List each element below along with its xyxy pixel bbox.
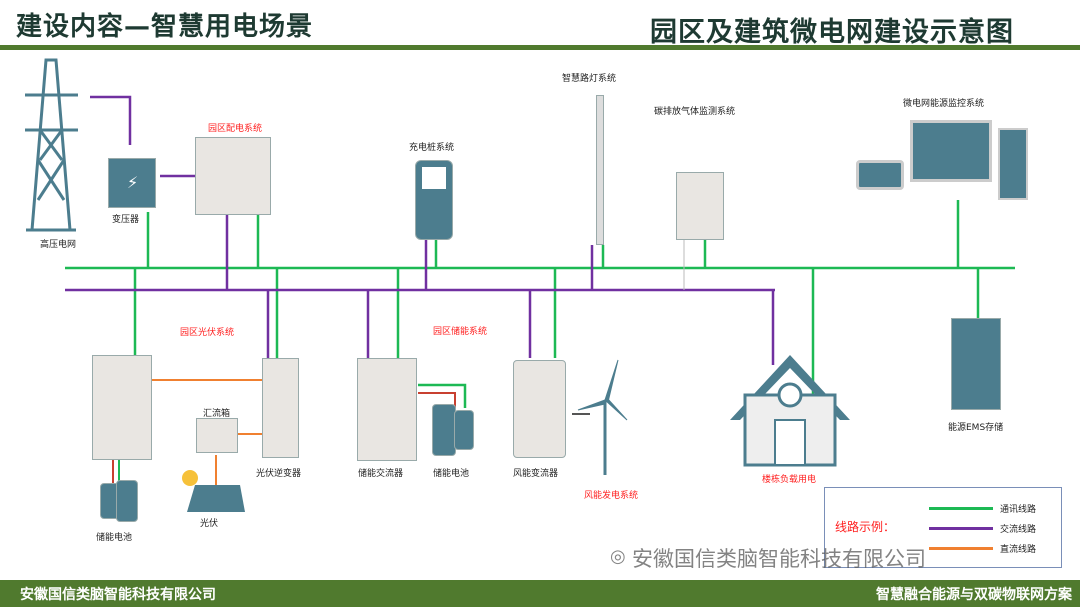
storage-converter-cabinet [357,358,417,461]
label-pv-inverter: 光伏逆变器 [256,469,302,479]
header-divider [0,45,1080,50]
charging-pile-icon [415,160,453,240]
solar-panel-icon [182,470,245,512]
label-wind-converter: 风能变流器 [513,469,559,479]
ems-server-icon [951,318,1001,410]
label-pv: 光伏 [200,519,219,529]
watermark: 安徽国信类脑智能科技有限公司 [632,547,926,571]
gas-monitor-station [676,172,724,240]
diagram-title: 园区及建筑微电网建设示意图 [650,17,1014,48]
switchgear-cabinet [195,137,271,215]
wind-converter-cabinet [513,360,566,458]
label-distribution: 园区配电系统 [208,124,263,134]
wechat-icon: ◎ [610,546,626,567]
footer-solution: 智慧融合能源与双碳物联网方案 [876,587,1072,603]
transformer-icon: ⚡ [108,158,156,208]
label-battery-left: 储能电池 [96,533,133,543]
legend: 线路示例： 通讯线路 交流线路 直流线路 [824,487,1062,568]
label-charging: 充电桩系统 [409,143,455,153]
label-storage-system: 园区储能系统 [433,327,488,337]
tablet-icon [856,160,904,190]
pv-cabinet [92,355,152,460]
streetlight-icon [596,95,604,245]
battery-icon [432,404,456,456]
legend-swatch-comm [929,507,993,510]
pv-inverter-cabinet [262,358,299,458]
footer-company: 安徽国信类脑智能科技有限公司 [20,587,216,603]
battery-icon [116,480,138,522]
ac-lines [65,95,775,365]
legend-label-comm: 通讯线路 [1000,505,1037,515]
label-pv-system: 园区光伏系统 [180,328,235,338]
footer-bar: 安徽国信类脑智能科技有限公司 智慧融合能源与双碳物联网方案 [0,580,1080,607]
legend-swatch-ac [929,527,993,530]
label-ems: 能源EMS存储 [948,423,1004,433]
page-title: 建设内容—智慧用电场景 [16,12,314,42]
legend-swatch-dc [929,547,993,550]
label-wind-system: 风能发电系统 [584,491,639,501]
wind-turbine-icon [577,359,628,475]
label-building: 楼栋负载用电 [762,475,817,485]
pc-tower-icon [998,128,1028,200]
legend-label-dc: 直流线路 [1000,545,1037,555]
transmission-tower-icon [25,58,78,232]
combiner-box [196,418,238,453]
label-battery-mid: 储能电池 [433,469,470,479]
monitor-icon [910,120,992,182]
comm-lines [65,200,1015,440]
label-transformer: 变压器 [112,215,140,225]
dc-lines [112,379,456,485]
label-combiner: 汇流箱 [203,409,231,419]
legend-label-ac: 交流线路 [1000,525,1037,535]
house-icon [730,355,850,467]
label-streetlight: 智慧路灯系统 [562,74,617,84]
label-grid: 高压电网 [40,240,77,250]
label-monitor: 微电网能源监控系统 [903,99,985,109]
legend-title: 线路示例： [835,520,896,534]
battery-icon [454,410,474,450]
label-storage-converter: 储能交流器 [358,469,404,479]
label-gas: 碳排放气体监测系统 [654,107,736,117]
